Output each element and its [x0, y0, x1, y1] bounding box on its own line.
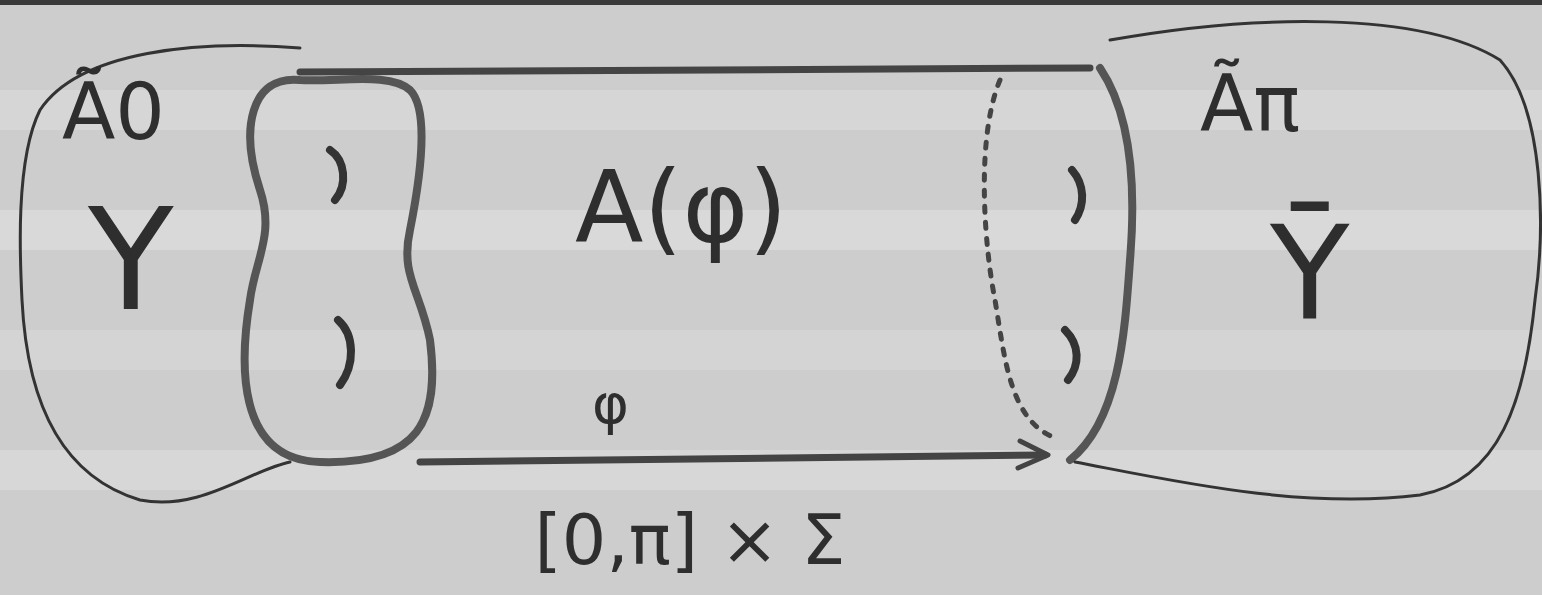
connection-label: Ã0 [62, 68, 165, 158]
connection-label: A(φ) [575, 150, 787, 265]
surface-label: Y [88, 180, 174, 341]
surface-drawing [20, 22, 1540, 503]
axis-label: [0,π] × Σ [535, 500, 846, 581]
surface-label: Ȳ [1270, 200, 1349, 350]
connection-label: Ãπ [1200, 60, 1300, 150]
parameter-label: φ [592, 372, 629, 436]
